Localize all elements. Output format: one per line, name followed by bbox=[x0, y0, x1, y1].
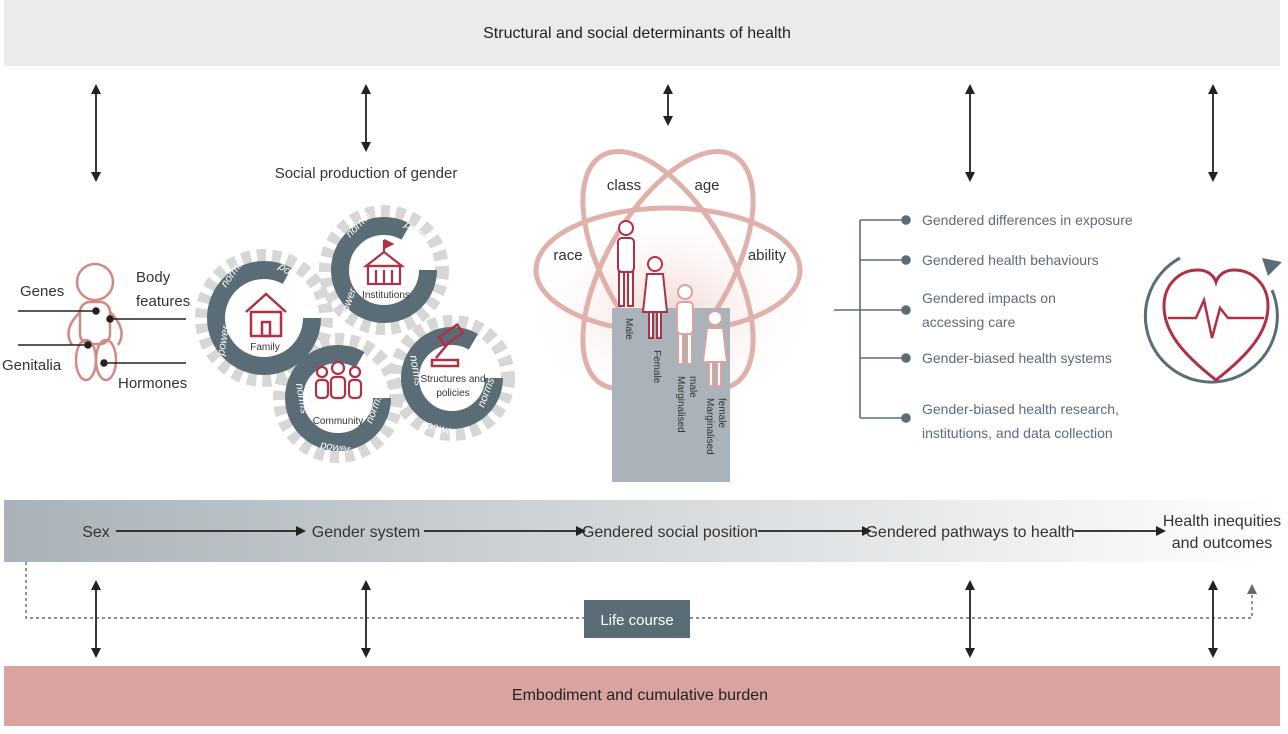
ability-label: ability bbox=[748, 247, 787, 264]
pathway-research-1: Gender-biased health research, bbox=[922, 401, 1119, 417]
institution-icon bbox=[362, 239, 406, 286]
person-icons bbox=[617, 220, 729, 387]
bottom-banner-label: Embodiment and cumulative burden bbox=[512, 687, 768, 704]
pathway-access-2: accessing care bbox=[922, 314, 1016, 330]
sex-pointer-lines bbox=[18, 307, 186, 367]
institutions-label: Institutions bbox=[362, 290, 410, 301]
bottom-arrows bbox=[91, 580, 1218, 658]
bottom-banner bbox=[4, 666, 1280, 726]
gavel-icon bbox=[430, 322, 465, 368]
pathways-bracket bbox=[834, 215, 911, 423]
house-icon bbox=[245, 292, 287, 338]
pathway-access-1: Gendered impacts on bbox=[922, 290, 1056, 306]
community-label: Community bbox=[313, 416, 364, 427]
gear-institutions-ring bbox=[331, 217, 437, 323]
stage-gendered-pathways: Gendered pathways to health bbox=[865, 524, 1074, 541]
social-production-heading: Social production of gender bbox=[275, 165, 458, 182]
gear-family-ring bbox=[207, 261, 321, 375]
stage-health-inequities-1: Health inequities bbox=[1163, 513, 1281, 530]
family-label: Family bbox=[250, 342, 279, 353]
pathway-behaviours: Gendered health behaviours bbox=[922, 252, 1099, 268]
genitalia-label: Genitalia bbox=[2, 357, 62, 374]
step-female-label: Female bbox=[651, 350, 662, 384]
stage-sex: Sex bbox=[82, 524, 110, 541]
life-course-label: Life course bbox=[600, 612, 673, 629]
age-label: age bbox=[694, 177, 719, 194]
gear-structures-back bbox=[389, 315, 515, 441]
genes-label: Genes bbox=[20, 283, 64, 300]
life-course-box bbox=[584, 600, 690, 638]
family-power-left-label: power bbox=[215, 324, 232, 358]
race-label: race bbox=[553, 247, 582, 264]
stage-gendered-social-position: Gendered social position bbox=[582, 524, 758, 541]
step-marginalised-female-label-1: Marginalised bbox=[704, 398, 715, 455]
stage-health-inequities-2: and outcomes bbox=[1172, 535, 1273, 552]
top-arrows bbox=[91, 84, 1218, 182]
pathway-research-2: institutions, and data collection bbox=[922, 425, 1113, 441]
structures-label-2: policies bbox=[436, 388, 469, 399]
pathway-exposure: Gendered differences in exposure bbox=[922, 212, 1133, 228]
class-label: class bbox=[607, 177, 641, 194]
top-banner bbox=[4, 0, 1280, 66]
pathway-health-systems: Gender-biased health systems bbox=[922, 350, 1112, 366]
hormones-label: Hormones bbox=[118, 375, 187, 392]
people-icon bbox=[314, 360, 363, 400]
gear-structures-ring bbox=[401, 327, 503, 429]
structures-norms-left-label: norms bbox=[407, 354, 424, 387]
step-marginalised-male-label-1: Marginalised bbox=[675, 376, 686, 433]
body-label: Body bbox=[136, 269, 171, 286]
community-norms-left-label: norms bbox=[293, 382, 310, 415]
features-label: features bbox=[136, 293, 190, 310]
structures-label-1: Structures and bbox=[420, 374, 485, 385]
stage-gender-system: Gender system bbox=[312, 524, 420, 541]
top-banner-label: Structural and social determinants of he… bbox=[483, 25, 791, 42]
heart-cycle-icon bbox=[1143, 256, 1282, 384]
gear-family-back bbox=[195, 249, 333, 387]
step-marginalised-female-label-2: female bbox=[716, 398, 727, 428]
gears-group: Family Community Institutions Structures… bbox=[195, 205, 515, 463]
gear-community-ring bbox=[285, 345, 391, 451]
step-male-label: Male bbox=[623, 318, 634, 340]
community-power-label: power bbox=[318, 439, 352, 456]
gear-institutions-back bbox=[319, 205, 449, 335]
baby-icon bbox=[67, 262, 123, 382]
step-marginalised-male-label-2: male bbox=[687, 376, 698, 398]
